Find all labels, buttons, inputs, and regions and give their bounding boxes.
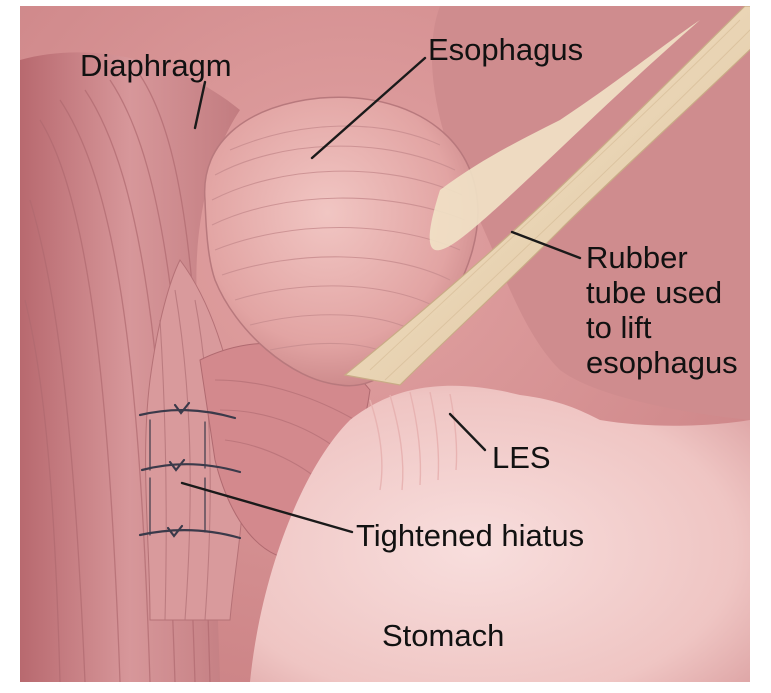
rubber-tube-label-line-4: esophagus [586, 345, 738, 380]
diaphragm-label: Diaphragm [80, 48, 232, 83]
rubber-tube-label-line-3: to lift [586, 310, 652, 345]
tightened-hiatus-label: Tightened hiatus [356, 518, 584, 553]
stomach-label: Stomach [382, 618, 504, 653]
esophagus-label: Esophagus [428, 32, 583, 67]
rubber-tube-label-line-1: Rubber [586, 240, 688, 275]
rubber-tube-label-line-2: tube used [586, 275, 722, 310]
les-label: LES [492, 440, 551, 475]
